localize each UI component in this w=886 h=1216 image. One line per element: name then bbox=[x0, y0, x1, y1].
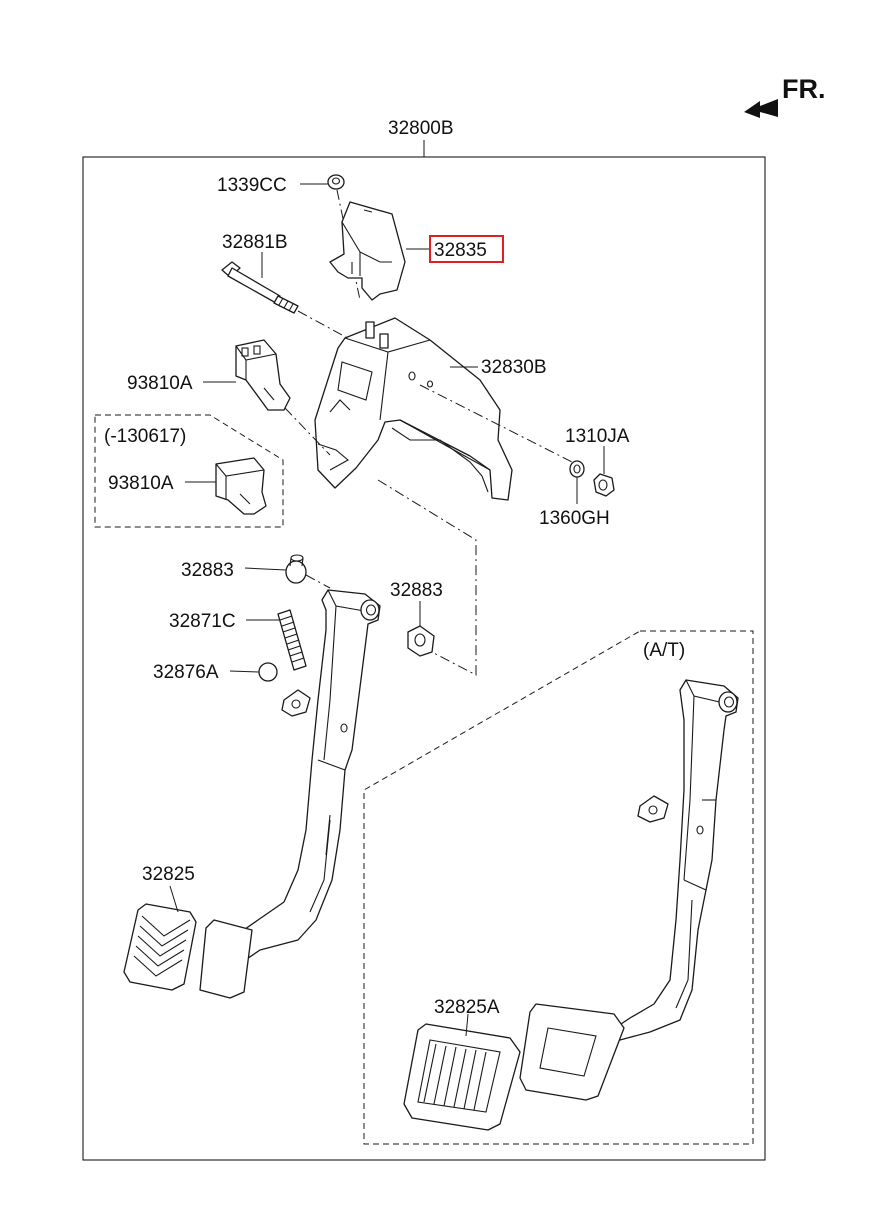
pad-32825A-leader bbox=[465, 1013, 469, 1037]
left-bushing-axis-line bbox=[305, 574, 331, 589]
bushing-32883-right-label: 32883 bbox=[390, 580, 443, 601]
at-brake-pedal-arm bbox=[611, 679, 739, 1041]
bracket-32835 bbox=[329, 201, 406, 301]
spring-32871C bbox=[277, 609, 307, 671]
nut-1339CC-label: 1339CC bbox=[217, 175, 287, 196]
switch-axis-line bbox=[284, 407, 331, 456]
at-note: (A/T) bbox=[643, 640, 685, 661]
washer-1360GH bbox=[569, 460, 585, 478]
bolt-1310JA-label: 1310JA bbox=[565, 426, 630, 447]
stopper-32876A-leader bbox=[229, 670, 260, 673]
old-switch-note: (-130617) bbox=[104, 426, 186, 447]
bracket-32835-label: 32835 bbox=[434, 240, 487, 261]
automatic-transmission-box bbox=[363, 630, 754, 1145]
stopper-32876A-label: 32876A bbox=[153, 662, 219, 683]
pad-32825-leader bbox=[169, 885, 179, 913]
spring-32871C-label: 32871C bbox=[169, 611, 236, 632]
pad-32825-label: 32825 bbox=[142, 864, 195, 885]
old-switch-box bbox=[94, 414, 284, 528]
stopper-32876A bbox=[258, 662, 278, 682]
at-brake-pedal-pad bbox=[519, 1003, 625, 1101]
washer-1360GH-label: 1360GH bbox=[539, 508, 610, 529]
bushing-axis-line bbox=[377, 479, 477, 676]
pad-32825A-label: 32825A bbox=[434, 997, 500, 1018]
assembly-label: 32800B bbox=[388, 118, 454, 139]
switch-93810A-old bbox=[215, 457, 267, 515]
pin-32881B bbox=[221, 261, 299, 314]
bolt-axis-line bbox=[419, 384, 579, 466]
bushing-32883-right bbox=[407, 625, 435, 657]
bushing-32883-left bbox=[285, 554, 307, 584]
nut-1339CC bbox=[327, 174, 345, 190]
switch-93810A-old-label: 93810A bbox=[108, 473, 174, 494]
bolt-1310JA bbox=[593, 473, 615, 497]
bushing-32883-left-leader bbox=[244, 567, 287, 571]
switch-93810A-label: 93810A bbox=[127, 373, 193, 394]
brake-pedal-arm bbox=[225, 589, 381, 966]
bushing-32883-left-label: 32883 bbox=[181, 560, 234, 581]
bracket-32830B-label: 32830B bbox=[481, 357, 547, 378]
front-arrow-icon bbox=[744, 99, 778, 118]
pin-32881B-label: 32881B bbox=[222, 232, 288, 253]
front-direction-indicator: FR. bbox=[744, 74, 826, 118]
pedal-pad-32825A bbox=[403, 1023, 521, 1131]
switch-93810A bbox=[235, 339, 291, 411]
bracket-32830B bbox=[314, 317, 513, 501]
bracket-32835-highlight bbox=[429, 235, 504, 263]
front-label: FR. bbox=[782, 74, 826, 104]
pedal-pad-32825 bbox=[123, 903, 197, 991]
brake-pedal-pad bbox=[199, 919, 253, 999]
